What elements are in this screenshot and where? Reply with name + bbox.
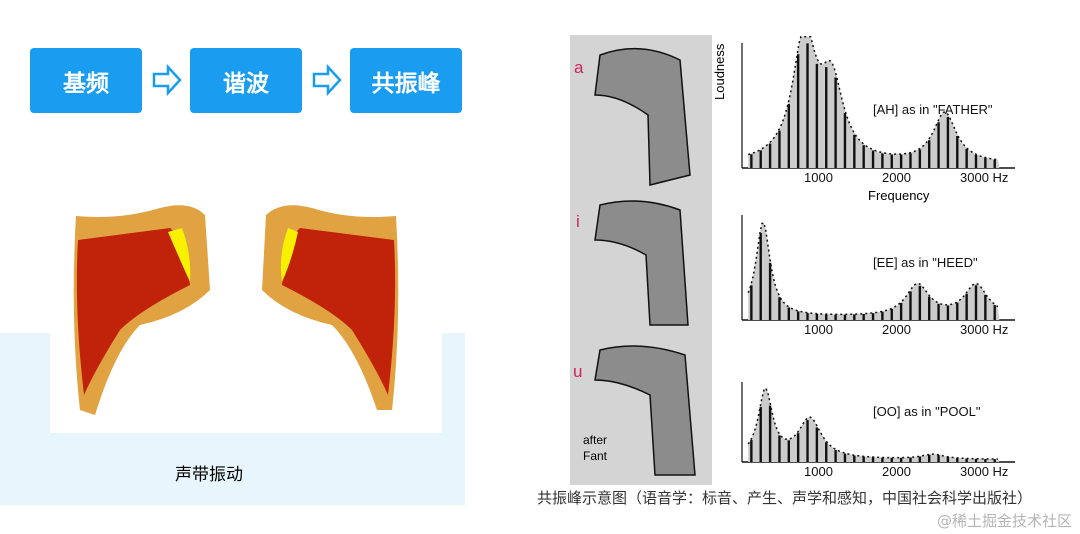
- vowel-label-ah: [AH] as in "FATHER": [873, 102, 993, 117]
- x-tick-label: 1000: [804, 464, 833, 479]
- figure-caption: 共振峰示意图（语音学：标音、产生、声学和感知，中国社会科学出版社）: [537, 489, 1033, 507]
- credit-text: after Fant: [583, 433, 608, 463]
- watermark: @稀土掘金技术社区: [936, 512, 1072, 530]
- vowel-label-oo: [OO] as in "POOL": [873, 404, 981, 419]
- spectrum-envelope-fill: [748, 36, 1000, 168]
- x-tick-label: 2000: [882, 464, 911, 479]
- vowel-letter-a: a: [574, 58, 584, 77]
- y-axis-label: Loudness: [712, 43, 727, 100]
- x-tick-label: 3000 Hz: [960, 322, 1009, 337]
- vocal-tract-panel: [570, 35, 712, 485]
- spectrum-envelope-fill: [748, 222, 1000, 320]
- vowel-letter-i: i: [576, 212, 580, 231]
- x-axis-label: Frequency: [868, 188, 930, 203]
- vocal-folds-illustration: [0, 205, 465, 505]
- x-tick-label: 2000: [882, 170, 911, 185]
- right-arrow-icon: [312, 64, 342, 96]
- flow-button-fundamental: 基频: [30, 48, 142, 113]
- spectrum-envelope: [748, 36, 998, 161]
- spectrum-envelope-fill: [748, 388, 1000, 462]
- x-tick-label: 2000: [882, 322, 911, 337]
- spectrum-envelope: [747, 386, 998, 460]
- right-arrow-icon: [152, 64, 182, 96]
- vocal-folds-caption: 声带振动: [175, 465, 243, 485]
- x-tick-label: 1000: [804, 170, 833, 185]
- spectra: [741, 36, 1015, 463]
- vowel-letter-u: u: [573, 362, 583, 381]
- x-tick-label: 3000 Hz: [960, 170, 1009, 185]
- spectrum-envelope: [747, 221, 999, 316]
- vowel-label-ee: [EE] as in "HEED": [873, 255, 978, 270]
- flow-button-formant: 共振峰: [350, 48, 462, 113]
- x-tick-label: 3000 Hz: [960, 464, 1009, 479]
- x-tick-label: 1000: [804, 322, 833, 337]
- flow-button-harmonics: 谐波: [190, 48, 302, 113]
